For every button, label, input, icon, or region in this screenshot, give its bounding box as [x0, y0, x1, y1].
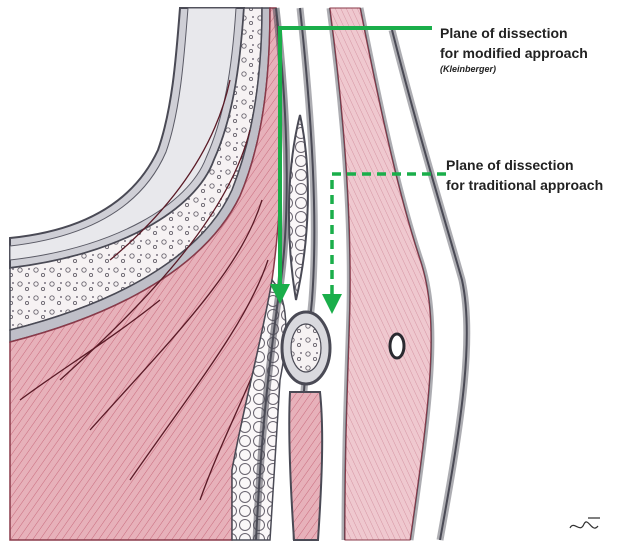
artist-signature: [570, 518, 600, 528]
modified-approach-reference: (Kleinberger): [440, 64, 496, 75]
traditional-approach-label-line2: for traditional approach: [446, 176, 603, 194]
vessel: [390, 334, 404, 358]
modified-approach-label-line1: Plane of dissection: [440, 24, 568, 42]
modified-approach-label-line2: for modified approach: [440, 44, 588, 62]
traditional-approach-label-line1: Plane of dissection: [446, 156, 574, 174]
lower-tarsus: [289, 392, 322, 540]
round-structure-inner: [291, 324, 321, 372]
orbital-septum: [289, 115, 308, 300]
